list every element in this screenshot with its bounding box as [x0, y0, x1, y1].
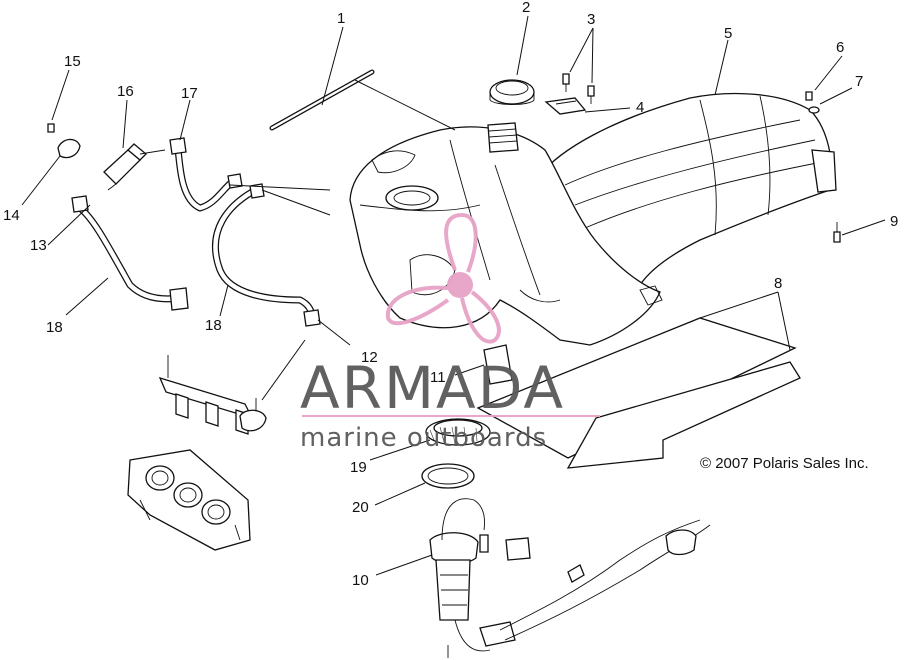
callout-11: 11	[430, 369, 446, 386]
callout-12: 12	[361, 349, 378, 366]
hose-17	[169, 137, 243, 212]
screws-bracket	[544, 73, 595, 115]
callout-18-left: 18	[46, 319, 63, 336]
vent-rod	[269, 69, 375, 131]
fuel-cap	[489, 79, 535, 105]
throttle-body	[127, 449, 251, 551]
callout-16: 16	[117, 83, 134, 100]
callout-3: 3	[587, 11, 595, 28]
callout-6: 6	[836, 39, 844, 56]
watermark-name: ARMADA	[300, 354, 565, 422]
callout-4: 4	[636, 99, 644, 116]
small-fasteners	[805, 91, 841, 243]
fuel-pump-assembly	[429, 498, 711, 658]
heat-shield	[476, 317, 801, 469]
seat	[539, 92, 837, 291]
seal-ring	[421, 463, 475, 489]
clamp-14	[57, 138, 81, 159]
callout-8: 8	[774, 275, 782, 292]
lock-ring	[425, 418, 491, 446]
propeller-logo-icon	[385, 212, 501, 344]
fuel-rail	[158, 355, 267, 435]
fuel-tank	[349, 122, 663, 346]
callout-14: 14	[3, 207, 20, 224]
callout-labels: 1 2 3 4 5 6 7 8 9 10 11 12 13 14 15 16 1…	[3, 0, 898, 589]
callout-17: 17	[181, 85, 198, 102]
callout-10: 10	[352, 572, 369, 589]
callout-1: 1	[337, 10, 345, 27]
callout-20: 20	[352, 499, 369, 516]
screw-15	[47, 123, 55, 133]
hose-18-right	[212, 183, 321, 327]
watermark-logo: ARMADA marine outboards	[300, 212, 600, 453]
callout-15: 15	[64, 53, 81, 70]
hose-18-left	[71, 195, 189, 311]
callout-9: 9	[890, 213, 898, 230]
rubber-pad	[483, 344, 513, 385]
callout-13: 13	[30, 237, 47, 254]
copyright-notice: © 2007 Polaris Sales Inc.	[700, 455, 869, 472]
callout-18-right: 18	[205, 317, 222, 334]
callout-19: 19	[350, 459, 367, 476]
callout-5: 5	[724, 25, 732, 42]
callout-7: 7	[855, 73, 863, 90]
callout-2: 2	[522, 0, 530, 16]
watermark-tagline: marine outboards	[300, 423, 547, 453]
leader-lines	[21, 15, 886, 576]
fuel-filter	[103, 143, 166, 191]
